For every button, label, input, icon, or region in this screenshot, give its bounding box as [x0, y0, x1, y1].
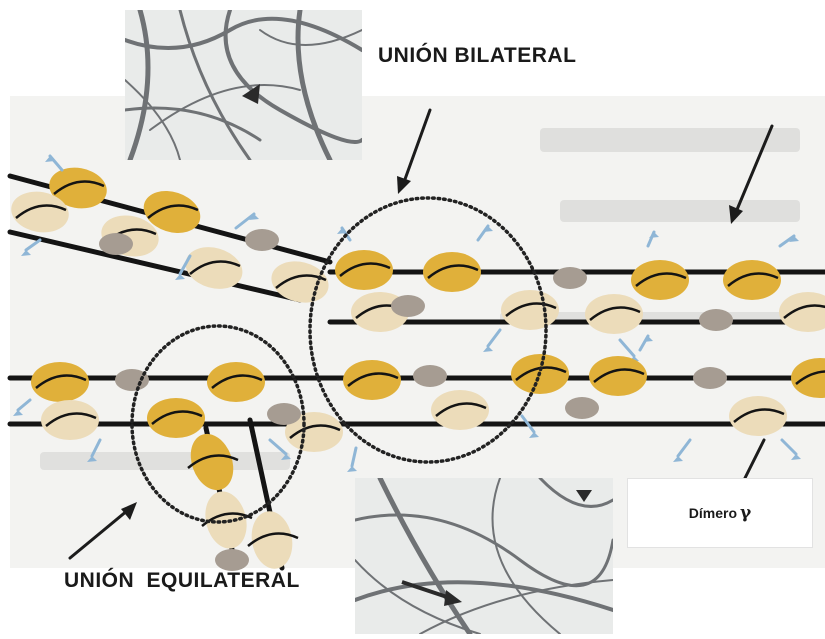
e-domain [391, 295, 425, 317]
micrograph-bottom [355, 478, 613, 634]
d-domain [585, 294, 643, 334]
e-domain [245, 229, 279, 251]
d-domain [631, 260, 689, 300]
e-domain [267, 403, 301, 425]
d-domain [343, 360, 401, 400]
d-domain [501, 290, 559, 330]
gamma-symbol: γ [740, 503, 751, 523]
d-domain [723, 260, 781, 300]
bilateral-junction-label: UNIÓN BILATERAL [378, 44, 576, 68]
equilateral-junction-label: UNIÓN EQUILATERAL [64, 569, 300, 593]
dimer-label-text: Dímero [689, 505, 737, 521]
e-domain [553, 267, 587, 289]
e-domain [693, 367, 727, 389]
d-domain [335, 250, 393, 290]
d-domain [31, 362, 89, 402]
e-domain [413, 365, 447, 387]
d-domain [423, 252, 481, 292]
e-domain [565, 397, 599, 419]
e-domain [99, 233, 133, 255]
d-domain [147, 398, 205, 438]
d-domain [589, 356, 647, 396]
d-domain [207, 362, 265, 402]
d-domain [729, 396, 787, 436]
d-domain [431, 390, 489, 430]
micrograph-top [125, 10, 362, 160]
e-domain [699, 309, 733, 331]
e-domain [215, 549, 249, 571]
d-domain [41, 400, 99, 440]
